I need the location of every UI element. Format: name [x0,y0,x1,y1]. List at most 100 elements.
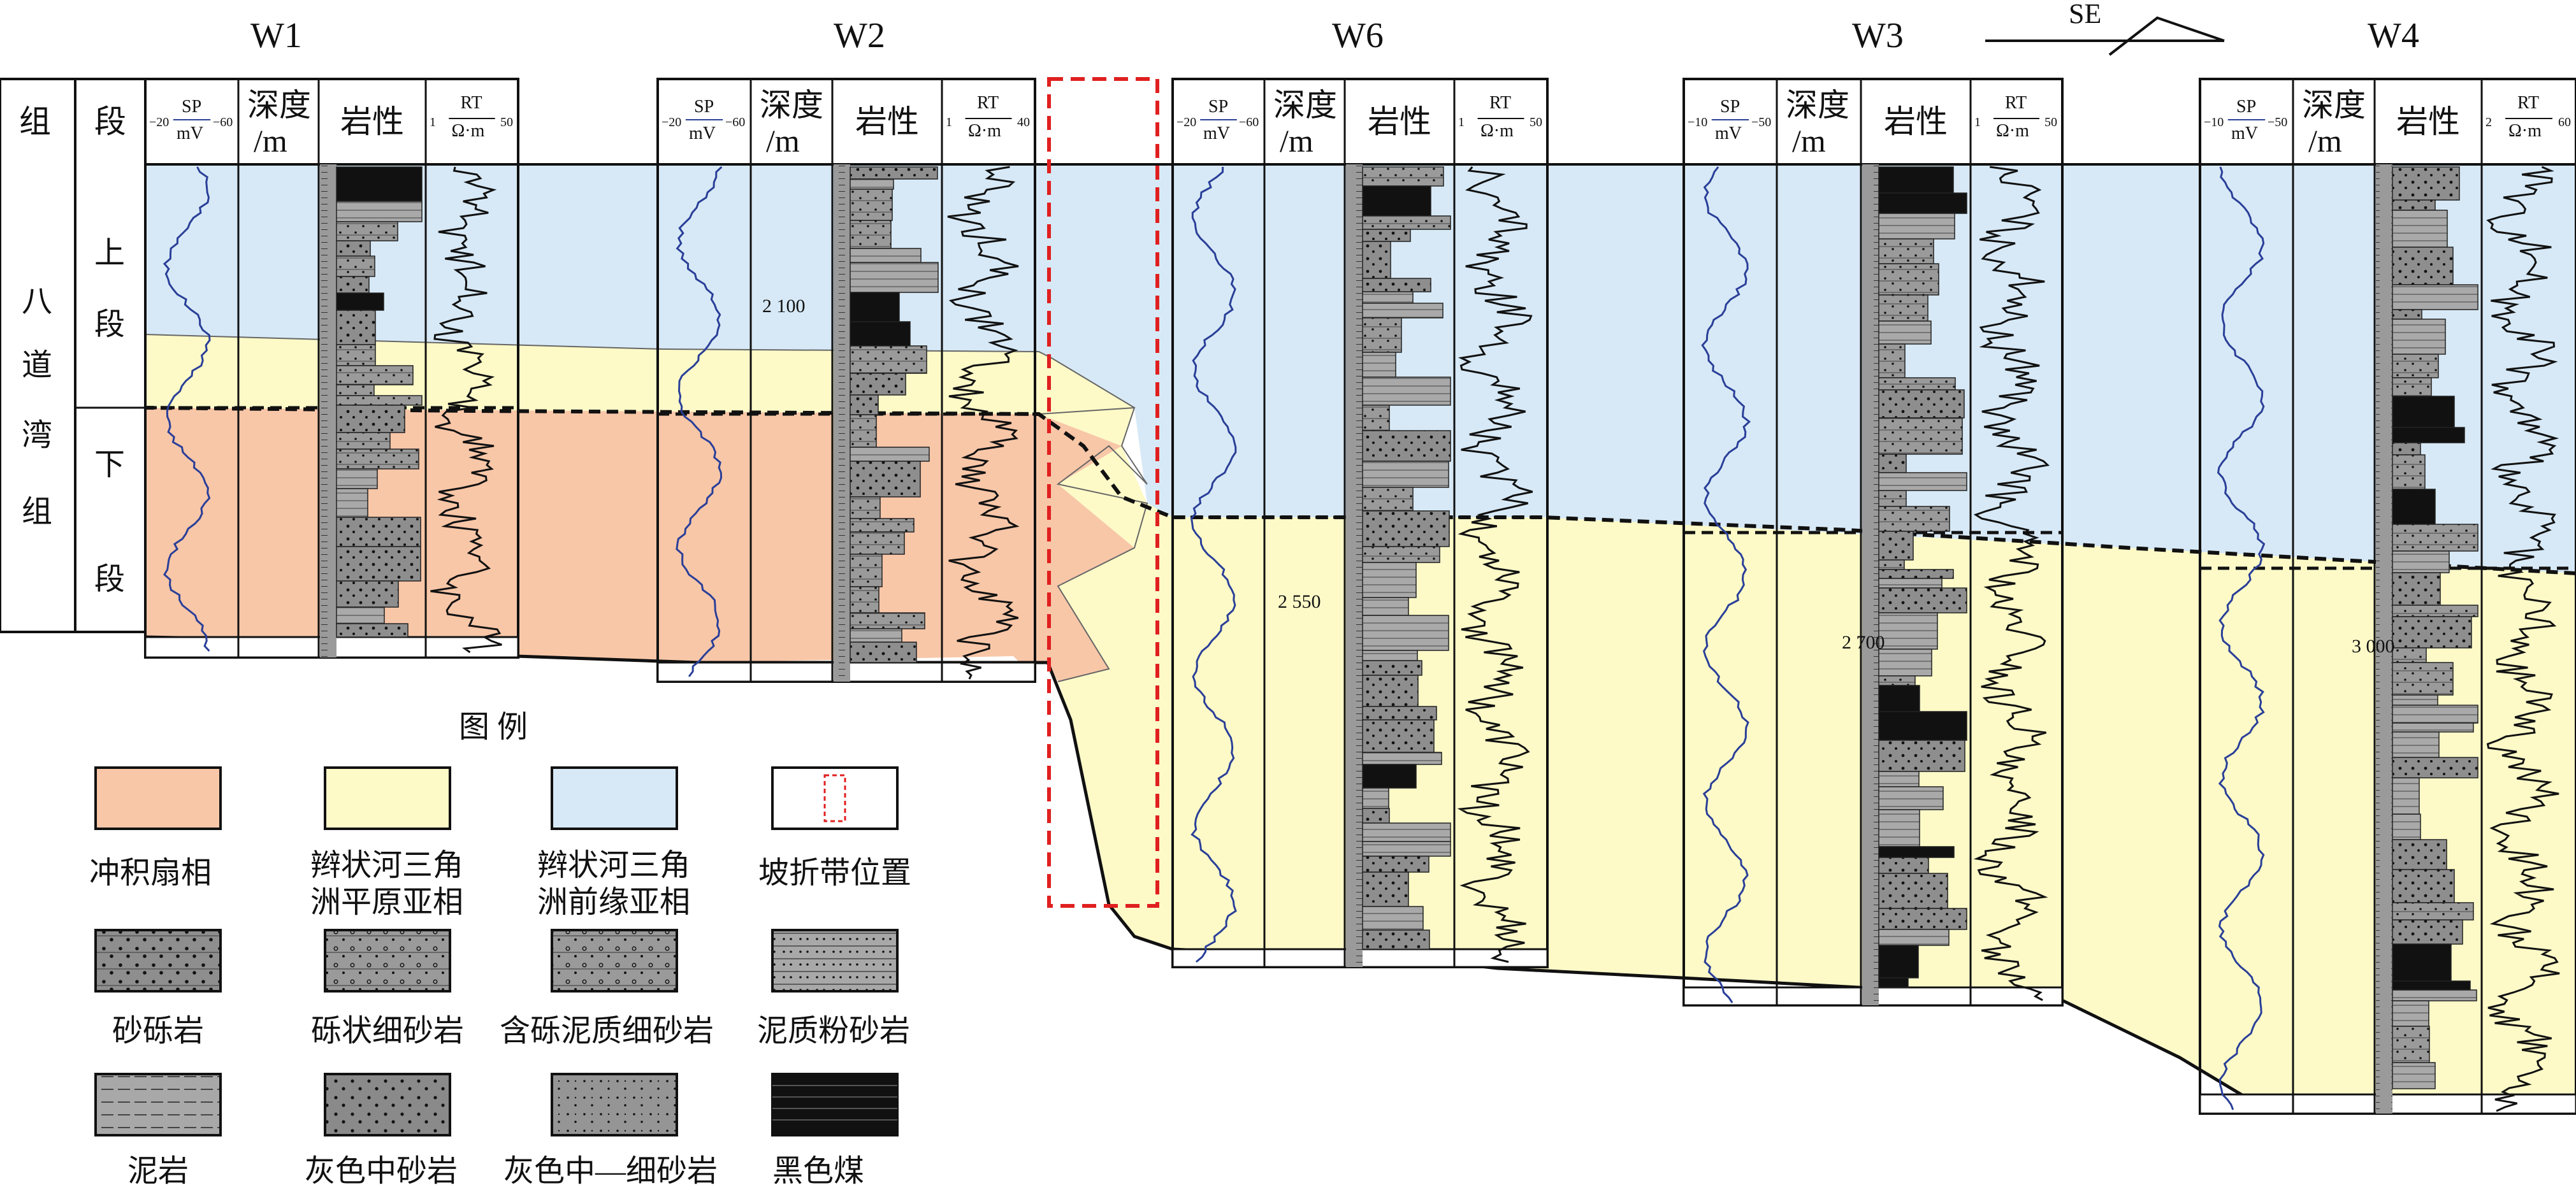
rt-header-w3: RT [2005,93,2027,113]
rt-unit-w6: Ω·m [1480,121,1514,141]
lithology-bed [336,580,399,608]
lithology-bed [1362,841,1451,857]
sp-curve [1190,166,1237,963]
lithology-bed [2392,284,2478,310]
lithology-bed [850,248,922,263]
formation-char-1: 八 [22,285,53,319]
lithology-bed [2392,572,2441,606]
sp-header-w1: SP [182,97,202,117]
depth-ticks [834,164,850,682]
lithology-bed [1878,213,1955,240]
legend-title: 图 例 [459,710,528,744]
sp-unit-w4: mV [2231,124,2258,143]
sp-curve [2217,166,2266,1110]
legend-label-medium-sand: 灰色中砂岩 [305,1154,458,1188]
lithology-bed [336,255,375,277]
sp-scale-left-w6: −20 [1176,115,1197,129]
lithology-bed [2392,731,2440,758]
lithology-bed [1362,650,1418,661]
depth-header-w2: 深度 [760,87,823,123]
lithology-bed [336,384,375,396]
legend-coal-lines [772,1085,897,1121]
lithology-bed [2392,1062,2436,1089]
lithology-bed [336,240,371,257]
lithology-bed [1878,531,1914,561]
rt-scale-right-w1: 50 [500,115,513,129]
depth-unit-w4: /m [2308,123,2342,159]
lithology-bed [2392,199,2436,211]
depth-mark-w6: 2 550 [1278,591,1321,612]
lithology-bed [336,166,423,202]
lithology-bed [1878,294,1928,322]
rt-scale-left-w3: 1 [1974,115,1981,129]
rt-scale-left-w4: 2 [2486,115,2492,129]
legend-swatch-medium-fine-sand [551,1073,678,1136]
lithology-bed [2392,427,2465,443]
well-name-w3: W3 [1852,16,1904,55]
lithology-bed [336,310,376,345]
sp-header-w2: SP [694,97,714,117]
lithology-bed [1878,559,1905,570]
lithology-bed [2392,980,2471,991]
legend-swatch-conglomerate [94,929,222,993]
lithology-bed [2392,777,2420,815]
lithology-bed [2392,705,2478,724]
lithology-bed [336,292,384,311]
lithology-bed [850,531,905,555]
rt-unit-w1: Ω·m [451,121,485,141]
lithology-bed [1362,660,1422,676]
lithology-bed [336,606,385,624]
lithology-bed [1362,229,1411,242]
depth-header-w6: 深度 [1273,87,1337,123]
legend-label-muddy-silt: 泥质粉砂岩 [757,1014,911,1048]
lithology-bed [1878,166,1954,194]
lithology-bed [1362,675,1419,707]
lithology-bed [2392,166,2460,201]
lithology-bed [1878,771,1920,787]
lithology-bed [1362,166,1444,187]
lithology-bed [1362,906,1424,931]
lithology-bed [850,178,894,190]
rt-unit-w3: Ω·m [1996,121,2029,141]
well-name-w6: W6 [1332,16,1384,55]
lithology-bed [1878,846,1955,858]
sp-scale-left-w2: −20 [662,115,682,129]
lithology-bed [1878,569,1954,579]
base-boundary [145,635,2576,1110]
rt-curve [430,166,502,654]
lithology-bed [1878,809,1920,847]
lithology-bed [1362,376,1451,406]
rt-header-w4: RT [2517,93,2540,113]
lithology-bed [1362,562,1417,598]
rt-unit-w2: Ω·m [968,121,1001,141]
legend-label-coal: 黑色煤 [772,1154,865,1188]
legend-label-pebbly-muddy: 含砾泥质细砂岩 [500,1014,714,1048]
sp-scale-right-w1: −60 [213,115,233,129]
lithology-bed [2392,442,2421,455]
rt-scale-right-w6: 50 [1530,115,1542,129]
lithology-bed [1362,822,1451,842]
lithology-bed [1878,263,1939,296]
lithology-bed [336,448,419,470]
sp-curve [1701,166,1751,1003]
direction-arrow [1985,16,2225,56]
rt-scale-right-w3: 50 [2044,115,2057,129]
lithology-bed [1878,649,1932,677]
lithology-bed [1878,417,1963,455]
depth-ticks [1862,164,1879,1005]
sp-scale-right-w4: −50 [2268,115,2288,129]
lithology-bed [1362,808,1390,824]
lithology-bed [1362,706,1437,720]
lower-member-char-1: 下 [94,448,126,482]
rt-scale-left-w2: 1 [946,115,952,129]
lithology-bed [1878,945,1919,979]
depth-ticks [320,164,336,657]
depth-header-w4: 深度 [2302,87,2366,123]
legend-swatch-pebbly-muddy [551,929,678,993]
rt-scale-right-w2: 40 [1017,115,1030,129]
sp-scale-right-w2: −60 [725,115,746,129]
lithology-bed [2392,1000,2429,1027]
lithology-bed [1878,377,1956,391]
legend-label-front: 辫状河三角洲前缘亚相 [537,849,690,919]
sp-scale-right-w6: −60 [1239,115,1259,129]
